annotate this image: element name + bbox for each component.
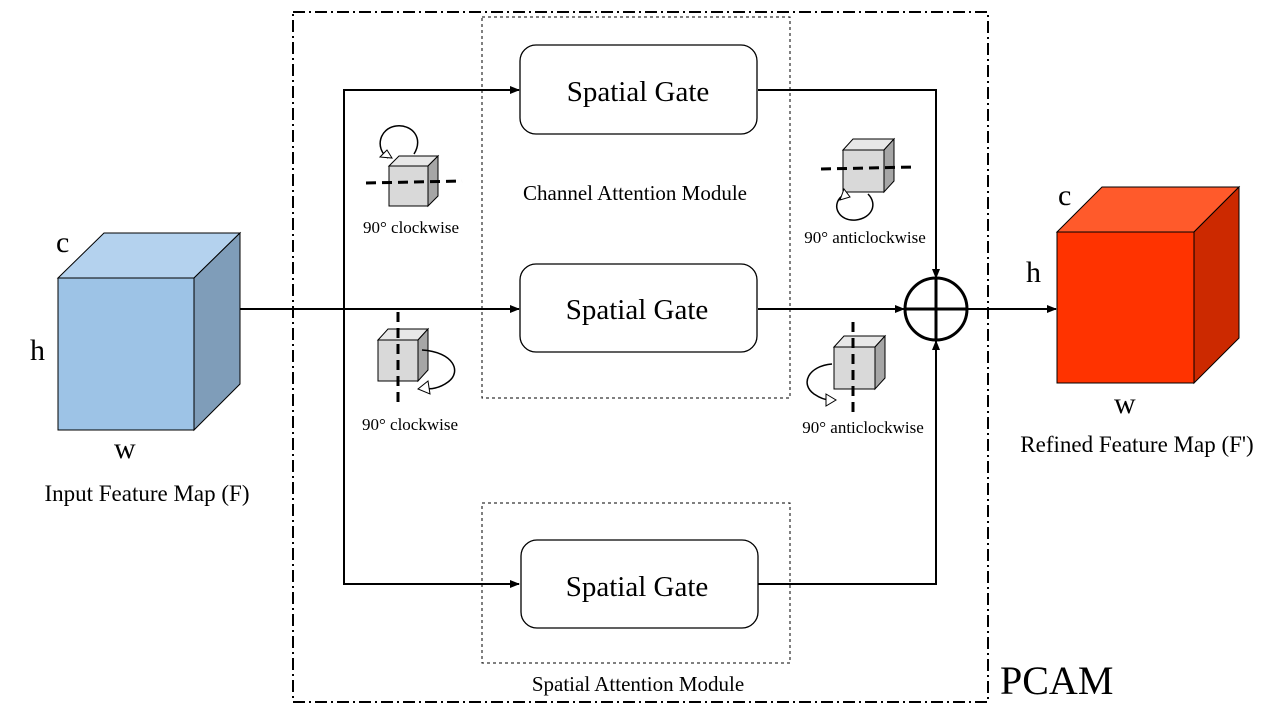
refined-feature-map-cube bbox=[1055, 185, 1241, 385]
input-feature-map-caption: Input Feature Map (F) bbox=[44, 481, 249, 506]
rotation-mid-left-label: 90° clockwise bbox=[362, 415, 458, 434]
flow-connections bbox=[240, 86, 1057, 588]
channel-attention-module-label: Channel Attention Module bbox=[523, 181, 747, 205]
spatial-gate-middle bbox=[519, 263, 758, 353]
output-h-label: h bbox=[1026, 256, 1041, 289]
rotate-clockwise-icon bbox=[376, 312, 456, 406]
input-cube-front-face bbox=[57, 277, 195, 431]
refined-feature-map-caption: Refined Feature Map (F') bbox=[1020, 432, 1253, 457]
rotation-mid-right-label: 90° anticlockwise bbox=[802, 418, 924, 437]
bottom-gate-to-sum-arrow bbox=[758, 340, 940, 585]
spatial-gate-top bbox=[519, 44, 758, 135]
input-feature-map-cube bbox=[56, 231, 242, 432]
output-c-label: c bbox=[1058, 179, 1071, 212]
pcam-label: PCAM bbox=[1000, 658, 1113, 703]
top-gate-to-sum-arrow bbox=[758, 89, 940, 279]
pcam-block-border bbox=[292, 11, 989, 703]
output-cube-front-face bbox=[1056, 231, 1195, 384]
rotation-top-right-label: 90° anticlockwise bbox=[804, 228, 926, 247]
rotation-top-left-label: 90° clockwise bbox=[363, 218, 459, 237]
input-w-label: w bbox=[114, 432, 136, 465]
spatial-gate-top-label: Spatial Gate bbox=[567, 76, 710, 108]
input-c-label: c bbox=[56, 226, 69, 259]
spatial-gate-middle-label: Spatial Gate bbox=[566, 294, 709, 326]
spatial-gate-bottom bbox=[520, 539, 759, 629]
input-h-label: h bbox=[30, 334, 45, 367]
output-w-label: w bbox=[1114, 387, 1136, 420]
rotate-anticlockwise-icon bbox=[820, 137, 916, 221]
circle-plus-icon bbox=[903, 276, 969, 342]
spatial-gate-bottom-label: Spatial Gate bbox=[566, 571, 709, 603]
rotate-anticlockwise-icon bbox=[806, 322, 887, 412]
spatial-attention-module-label: Spatial Attention Module bbox=[532, 672, 744, 696]
rotate-clockwise-icon bbox=[365, 125, 463, 208]
channel-attention-module-border bbox=[481, 16, 791, 399]
